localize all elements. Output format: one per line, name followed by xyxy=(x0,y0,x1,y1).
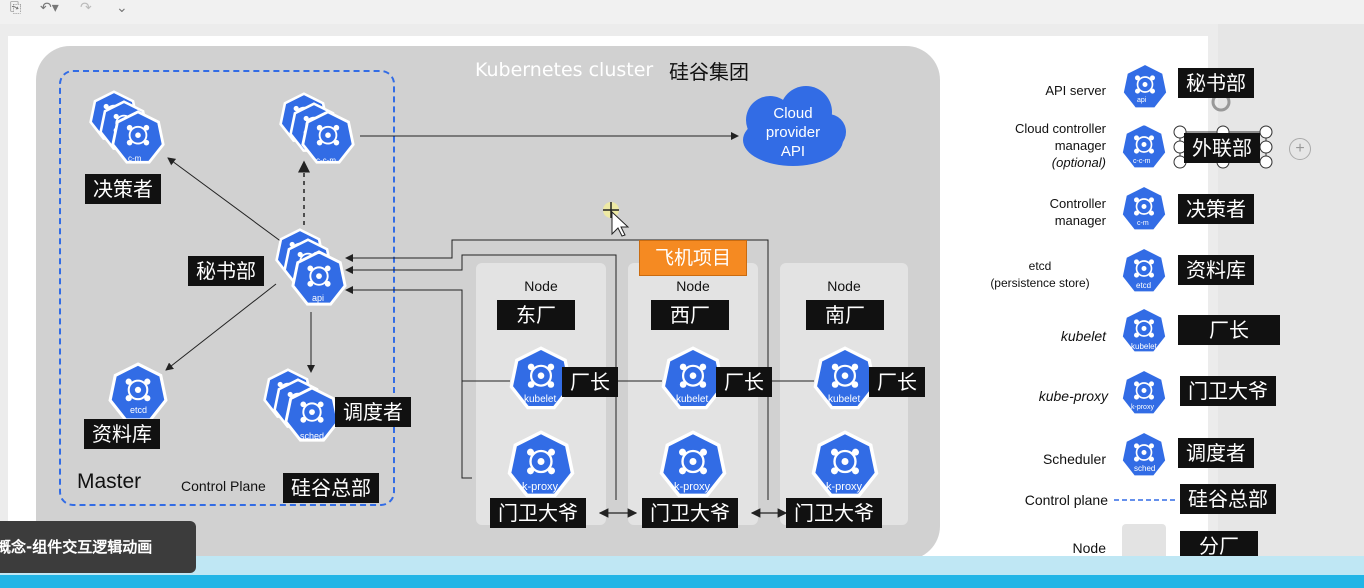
kproxy-1-text: k-proxy xyxy=(522,481,559,493)
master-label: Master xyxy=(77,470,142,493)
video-caption: 概念-组件交互逻辑动画 xyxy=(0,521,196,573)
project-label: 飞机项目 xyxy=(639,240,747,276)
legend-node-label: Node xyxy=(1072,540,1106,556)
api-icon xyxy=(275,228,347,306)
kubelet-3-cn: 厂长 xyxy=(869,367,925,397)
legend-etcd-icon-text: etcd xyxy=(1136,281,1152,290)
cm-icon xyxy=(89,90,165,164)
arrow-api-to-cm xyxy=(167,157,291,249)
move-cursor-icon xyxy=(603,202,630,237)
kubelet-1-text: kubelet xyxy=(524,394,557,405)
legend-sched-icon-text: sched xyxy=(1134,464,1156,473)
legend-api-label: API server xyxy=(1045,83,1106,98)
legend-control-plane-cn: 硅谷总部 xyxy=(1180,484,1276,514)
save-icon[interactable]: ⎘ xyxy=(10,0,22,16)
legend-kproxy-icon-text: k-proxy xyxy=(1131,404,1154,411)
kproxy-2-cn: 门卫大爷 xyxy=(642,498,738,528)
kproxy-3-cn: 门卫大爷 xyxy=(786,498,882,528)
legend-cm-cn: 决策者 xyxy=(1178,194,1254,224)
kproxy-3-text: k-proxy xyxy=(826,481,863,493)
bottom-wave xyxy=(0,556,1364,578)
legend-sched-label: Scheduler xyxy=(1042,451,1106,467)
api-icon-text: api xyxy=(312,293,325,303)
kubelet-3-text: kubelet xyxy=(828,394,861,405)
cm-icon-text: c-m xyxy=(128,154,142,163)
legend-api-icon-text: api xyxy=(1137,97,1147,104)
legend-etcd-cn: 资料库 xyxy=(1178,255,1254,285)
legend-etcd-label: etcd(persistence store) xyxy=(990,259,1090,290)
etcd-icon-text: etcd xyxy=(130,405,148,415)
sched-icon-text: sched xyxy=(300,431,325,441)
legend-control-plane-label: Control plane xyxy=(1024,492,1108,508)
kubelet-2-text: kubelet xyxy=(676,394,709,405)
connector-node3-to-api xyxy=(345,239,769,500)
control-plane-boundary xyxy=(59,70,395,506)
control-plane-label: Control Plane xyxy=(181,478,266,494)
arrow-api-to-etcd xyxy=(165,283,277,371)
kproxy-1-cn: 门卫大爷 xyxy=(490,498,586,528)
control-plane-cn-label: 硅谷总部 xyxy=(283,473,379,503)
cluster-title-cn: 硅谷集团 xyxy=(669,60,749,84)
undo-icon[interactable]: ↶▾ xyxy=(40,0,59,16)
redo-icon[interactable]: ↷ xyxy=(80,0,92,16)
more-icon[interactable]: ⌄ xyxy=(116,0,128,16)
legend-api-cn: 秘书部 xyxy=(1178,68,1254,98)
toolbar: ⎘ ↶▾ ↷ ⌄ xyxy=(0,0,1364,24)
add-icon[interactable]: + xyxy=(1289,138,1311,160)
kproxy-2-text: k-proxy xyxy=(674,481,711,493)
legend-cm-icon-text: c-m xyxy=(1137,220,1149,227)
ccm-icon-text: c-c-m xyxy=(316,156,336,165)
node-1-name: 东厂 xyxy=(497,300,575,330)
legend-kubelet-label: kubelet xyxy=(1060,328,1106,344)
kubelet-2-cn: 厂长 xyxy=(716,367,772,397)
legend-kproxy-label: kube-proxy xyxy=(1038,388,1108,404)
node-2-title: Node xyxy=(676,278,710,294)
node-1-title: Node xyxy=(524,278,558,294)
node-2-name: 西厂 xyxy=(651,300,729,330)
connector-node1-to-api xyxy=(345,286,472,479)
legend-ccm-cn[interactable]: 外联部 xyxy=(1184,133,1260,163)
legend-kubelet-cn: 厂长 xyxy=(1178,315,1280,345)
node-3-title: Node xyxy=(827,278,861,294)
legend-ccm-icon-text: c-c-m xyxy=(1133,158,1151,165)
sched-cn-label: 调度者 xyxy=(335,397,411,427)
api-cn-label: 秘书部 xyxy=(188,256,264,286)
sched-icon xyxy=(263,368,340,442)
etcd-cn-label: 资料库 xyxy=(84,419,160,449)
cm-cn-label: 决策者 xyxy=(85,174,161,204)
cluster-title: Kubernetes cluster xyxy=(475,59,654,81)
legend-kubelet-icon-text: kubelet xyxy=(1131,342,1157,351)
connector-node2-to-api xyxy=(345,254,617,500)
kubelet-1-cn: 厂长 xyxy=(562,367,618,397)
bottom-bar xyxy=(0,575,1364,588)
legend-kproxy-cn: 门卫大爷 xyxy=(1180,376,1276,406)
ccm-icon xyxy=(279,92,355,164)
selection-handles[interactable] xyxy=(1173,92,1273,169)
legend-sched-cn: 调度者 xyxy=(1178,438,1254,468)
node-3-name: 南厂 xyxy=(806,300,884,330)
cloud-provider-icon xyxy=(743,86,846,166)
